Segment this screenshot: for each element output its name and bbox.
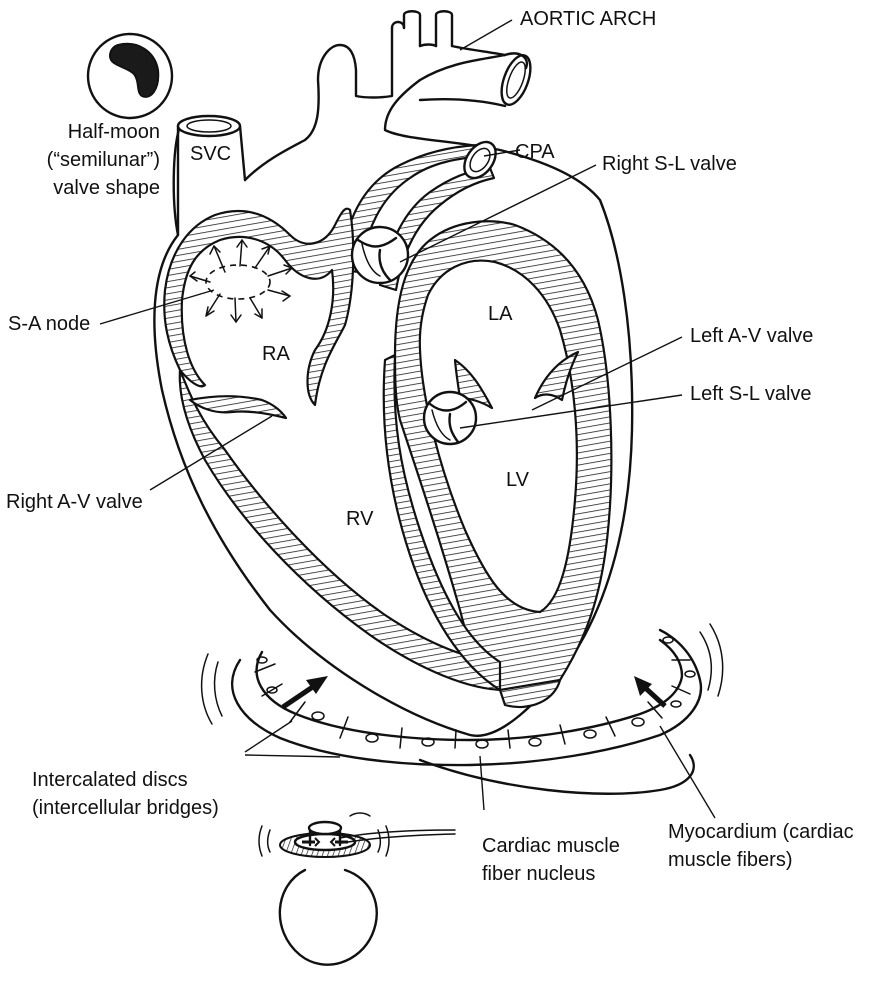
label-la: LA [488, 303, 513, 325]
right-atrium-wall [164, 209, 353, 405]
squeeze-bulb-icon [259, 813, 455, 965]
label-left-sl-valve: Left S-L valve [690, 383, 812, 405]
right-sl-valve [352, 227, 408, 283]
label-ra: RA [262, 343, 290, 365]
label-muscle-fibers: muscle fibers) [668, 849, 792, 871]
label-intercalated-discs: Intercalated discs [32, 769, 188, 791]
label-sa-node: S-A node [8, 313, 90, 335]
label-right-av-valve: Right A-V valve [6, 491, 143, 513]
label-cardiac-muscle: Cardiac muscle [482, 835, 620, 857]
label-left-av-valve: Left A-V valve [690, 325, 813, 347]
label-lv: LV [506, 469, 530, 491]
label-fiber-nucleus: fiber nucleus [482, 863, 595, 885]
label-right-sl-valve: Right S-L valve [602, 153, 737, 175]
half-moon-valve-icon [88, 34, 172, 118]
label-valve-shape: valve shape [53, 177, 160, 199]
label-intercellular-bridges: (intercellular bridges) [32, 797, 219, 819]
label-svc: SVC [190, 143, 231, 165]
label-rv: RV [346, 508, 374, 530]
label-myocardium: Myocardium (cardiac [668, 821, 854, 843]
label-semilunar: (“semilunar”) [47, 149, 160, 171]
label-cpa: CPA [515, 141, 555, 163]
label-half-moon: Half-moon [68, 121, 160, 143]
label-aortic-arch: AORTIC ARCH [520, 8, 656, 30]
left-sl-valve [424, 392, 476, 444]
